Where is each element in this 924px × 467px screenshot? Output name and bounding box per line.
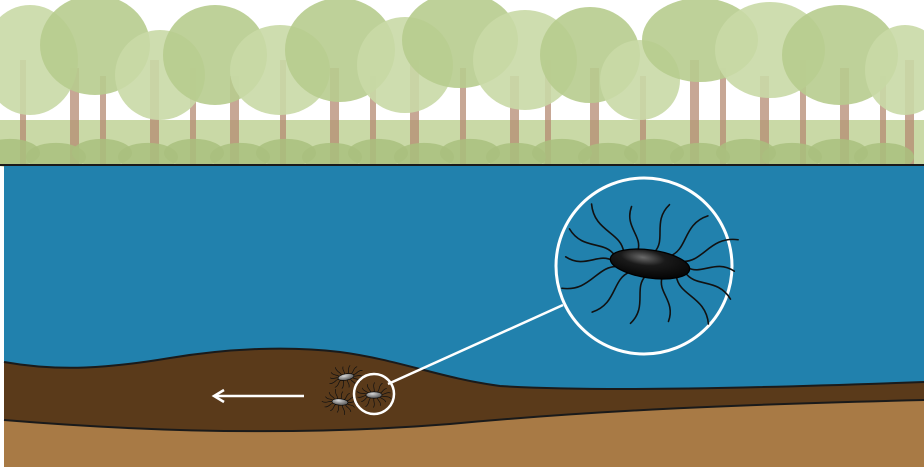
water-body xyxy=(4,164,924,394)
bacterium-body xyxy=(366,392,382,398)
forest-background xyxy=(0,0,924,186)
